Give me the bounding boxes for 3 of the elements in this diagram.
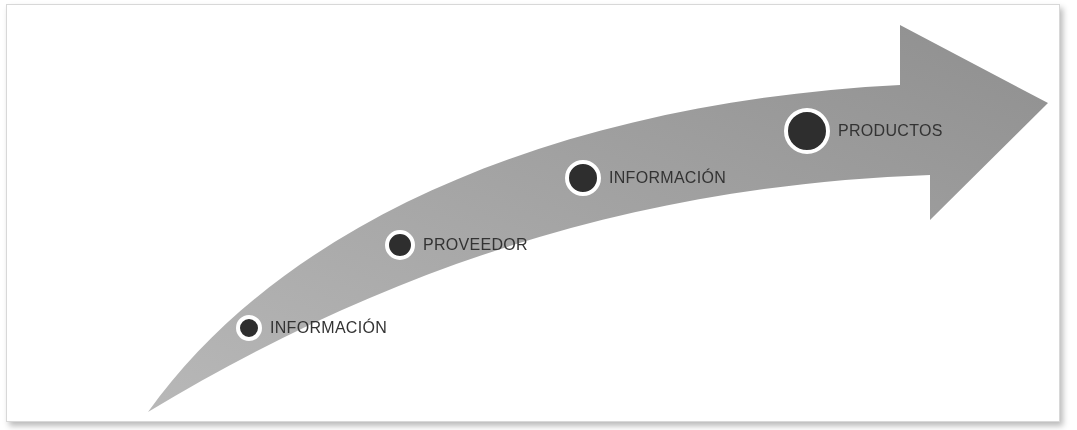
- stage-label: PRODUCTOS: [838, 122, 943, 140]
- stage-label: INFORMACIÓN: [270, 319, 388, 337]
- stage-label: INFORMACIÓN: [609, 169, 727, 187]
